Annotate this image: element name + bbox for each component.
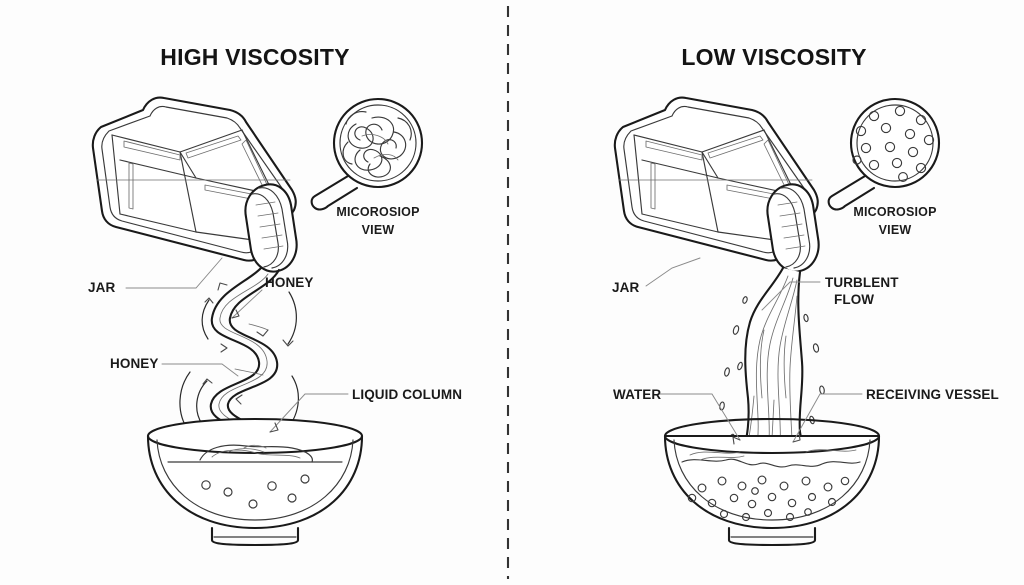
droplet [737,361,743,371]
bubble [697,483,707,493]
droplet [803,313,809,323]
panel-title-high-viscosity: HIGH VISCOSITY [160,44,349,70]
honey-mound [199,444,313,463]
bubble [248,499,258,509]
droplet [742,296,748,304]
bubble [751,487,759,495]
magnifier-label-line2: VIEW [879,223,912,237]
bubble [787,498,797,508]
magnifier-label-line1: MICOROSIOP [853,205,936,219]
bubble [757,475,767,485]
jar-neck-threads [766,183,820,273]
bowl-foot [727,526,817,547]
leader-liquid-column [269,393,349,433]
jar-high-viscosity [91,96,298,273]
label-honey-lower: HONEY [110,356,159,371]
label-jar: JAR [612,280,639,295]
leader-honey-upper [231,289,263,319]
panel-high-viscosity: HIGH VISCOSITY [88,44,462,547]
bowl-body [663,434,881,530]
magnifier-label-line1: MICOROSIOP [336,205,419,219]
label-receiving-vessel: RECEIVING VESSEL [866,387,999,402]
jar-facet-mid-vertical [179,151,197,233]
leader-jar [125,257,223,289]
bubble [741,512,751,522]
bowl-high-viscosity [146,417,364,547]
bowl-rim [146,417,364,455]
label-turbulent-flow-line1: TURBLENT [825,275,899,290]
bubble [827,497,837,507]
bubble [300,474,310,484]
bubble [779,481,789,491]
jar-low-viscosity [613,96,820,273]
bubble [719,509,729,519]
label-jar: JAR [88,280,115,295]
label-honey-upper: HONEY [265,275,314,290]
bubble [840,476,850,486]
bowl-inner-wall [156,439,354,521]
bubble [767,492,777,502]
leader-turbulent-flow [761,281,821,311]
magnifier-handle [310,174,359,211]
free-molecules [852,105,935,182]
honey-flow-arc-1 [201,299,210,340]
panel-low-viscosity: LOW VISCOSITY [612,44,999,547]
bowl-body [146,434,364,530]
magnifier-low-viscosity: MICOROSIOP VIEW [827,97,941,237]
bubble [801,476,811,486]
magnifier-handle [827,174,876,211]
magnifier-lens-inner [339,104,417,182]
bowl-foot [210,526,300,547]
labels-low-viscosity: JAR TURBLENT FLOW WATER RECEIVING VESSEL [612,257,999,445]
panel-title-low-viscosity: LOW VISCOSITY [681,44,866,70]
bubble [223,487,233,497]
bubble [707,498,717,508]
bubble [729,493,739,503]
leader-honey-lower [161,363,239,377]
label-liquid-column: LIQUID COLUMN [352,387,462,402]
bubble [804,508,812,516]
honey-stream-highlight [218,273,269,449]
bubble [687,493,697,503]
bubble [201,480,211,490]
bowl-liquid-surface-wavy [681,458,861,468]
bubble [287,493,297,503]
jar-neck-threads [244,183,298,273]
jar-facet-left-vertical [111,134,121,215]
label-water: WATER [613,387,661,402]
bowl-inner-wall [673,439,871,521]
label-turbulent-flow-line2: FLOW [834,292,874,307]
bubble [737,481,747,491]
magnifier-high-viscosity: MICOROSIOP VIEW [310,97,424,237]
bowl-low-viscosity [663,417,881,547]
magnifier-lens-outer [332,97,424,189]
bubble [267,481,277,491]
bubble [807,492,817,502]
tangled-polymer-chains [342,111,412,178]
leader-water [659,393,741,441]
jar-facet-left-vertical [633,134,643,215]
leader-receiving-vessel [792,393,863,443]
magnifier-label-line2: VIEW [362,223,395,237]
labels-high-viscosity: JAR HONEY HONEY LIQUID COLUMN [88,257,462,433]
droplet [724,367,730,377]
jar-facet-mid-vertical [701,151,719,233]
bubble [823,482,833,492]
droplet [732,325,740,335]
bowl-rim [663,417,881,455]
honey-stream [179,266,299,454]
bubble [747,499,757,509]
bubble [717,476,727,486]
droplet [812,343,820,353]
honey-stream-right-edge [226,268,281,454]
bubble [785,512,795,522]
honey-flow-arc-4 [287,291,297,345]
bubble [763,508,773,518]
leader-jar [645,257,701,287]
